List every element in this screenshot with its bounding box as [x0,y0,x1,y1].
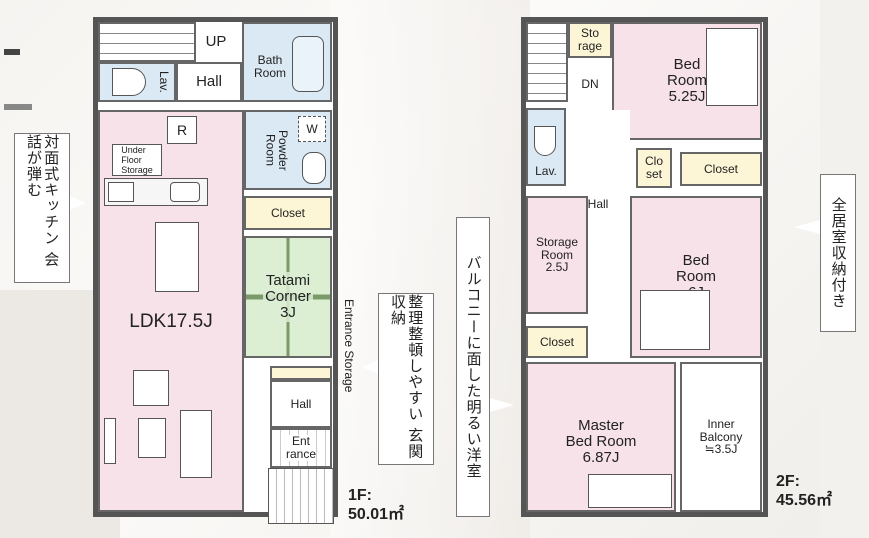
callout-pointer [794,220,820,234]
floor2-dn: DN [568,58,612,110]
floor1-stairs [98,22,196,62]
floor1-tatami-corner: Tatami Corner 3J [244,236,332,358]
hall-top-label: Hall [196,73,222,91]
storage-room-label: Storage Room 2.5J [535,235,579,275]
ldk-label: LDK17.5J [129,311,213,332]
hall-bottom-label: Hall [290,396,312,411]
tatami-label: Tatami Corner 3J [263,272,313,322]
callout-allrooms: 全居室収納付き [820,174,856,332]
washer-label: W [306,122,318,136]
toilet-icon [534,126,556,156]
decor-bar [4,104,32,110]
floor1-hall-bottom: Hall [270,380,332,428]
dn-label: DN [581,76,599,91]
powder-room-label: Powder Room [263,129,291,171]
floor1-area-value: 50.01㎡ [348,506,405,524]
callout-pointer [490,398,514,412]
floor1-entrance-storage [270,366,332,380]
floor1-ldk: LDK17.5J [98,110,244,512]
refrigerator-label: R [176,122,188,138]
floor2-storage-small: Sto rage [568,22,612,58]
closet-small-label: Clo set [644,154,663,181]
floor1-closet: Closet [244,196,332,230]
floor1-label: 1F: [348,487,372,504]
closet-label: Closet [270,205,305,220]
floor2-stairs [526,22,568,102]
stove-icon [108,182,134,202]
closet-right-label: Closet [703,161,738,176]
storage-small-label: Sto rage [577,26,603,53]
dining-table [155,222,199,292]
sofa-icon [133,370,169,406]
refrigerator-box: R [167,116,197,144]
bathtub-icon [292,36,324,92]
washbasin-icon [302,152,326,184]
floor2-inner-balcony: Inner Balcony ≒3.5J [680,362,762,512]
washer-box: W [298,116,326,142]
coffee-table [138,418,166,458]
callout-balcony: バルコニーに面した明るい洋室 [456,217,490,517]
callout-kitchen: 対面式キッチン 会話が弾む [14,133,70,283]
callout-pointer [70,196,86,210]
bed1-label: Bed Room 5.25J [666,56,707,105]
toilet-icon [112,68,146,96]
inner-balcony-label: Inner Balcony ≒3.5J [699,417,743,457]
floor1-area: 1F: 50.01㎡ [348,486,404,524]
floor2-area: 2F: 45.56㎡ [776,472,832,510]
floor2-closet-left: Closet [526,326,588,358]
callout-storage: 整理整頓しやすい 玄関収納 [378,293,434,465]
tv-icon [104,418,116,464]
entrance-storage-label: Entrance Storage [342,299,356,393]
decor-bar [4,49,20,55]
callout-pointer [362,360,378,374]
floor1-up-label: UP [196,22,236,62]
floor2-closet-small: Clo set [636,148,672,188]
bath-room-label: Bath Room [254,53,287,80]
bed-icon [588,474,672,508]
lav2-label: Lav. [535,164,557,179]
master-label: Master Bed Room 6.87J [565,417,637,466]
bed-icon [706,28,758,106]
hall2-label: Hall [587,196,609,211]
sink-icon [170,182,200,202]
floor1-entrance: Ent rance [270,428,332,468]
floor2-area-value: 45.56㎡ [776,492,833,510]
lav-label: Lav. [157,71,171,93]
floor2-storage-room: Storage Room 2.5J [526,196,588,314]
floor2-label: 2F: [776,473,800,490]
underfloor-label: Under Floor Storage [121,145,153,175]
up-text: UP [205,33,227,51]
entrance-step [268,468,334,524]
sofa-icon [180,410,212,478]
floor1-hall-top: Hall [176,62,242,102]
closet-left-label: Closet [539,334,574,349]
underfloor-storage-box: Under Floor Storage [112,144,162,176]
floor2-closet-right: Closet [680,152,762,186]
bed-icon [640,290,710,350]
entrance-label: Ent rance [285,434,317,461]
